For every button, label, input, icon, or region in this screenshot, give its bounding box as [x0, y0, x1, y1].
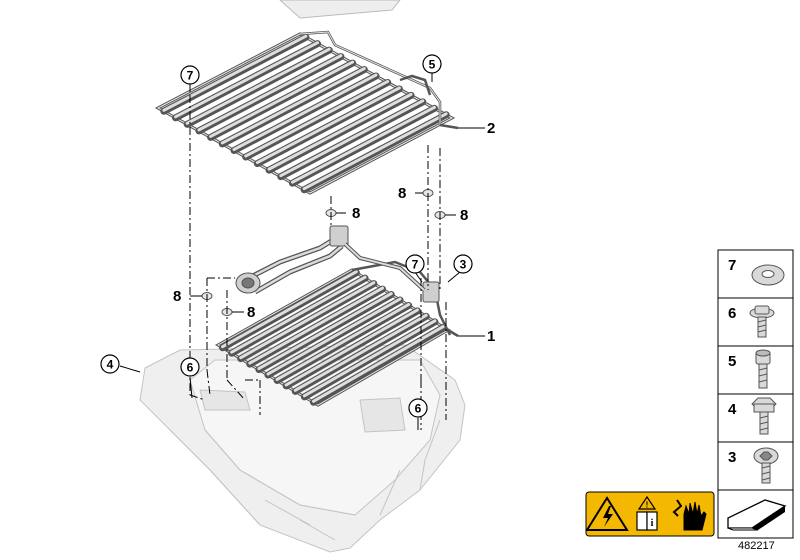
upper-cooling-frame [154, 30, 459, 195]
lower-frame-bar-highlight [239, 281, 376, 360]
svg-text:6: 6 [187, 361, 194, 375]
assembly-guide-lines [189, 95, 447, 430]
circled-callout-3: 3 [453, 254, 473, 274]
upper-frame-bar-highlight [279, 99, 425, 178]
protective-glove-icon [672, 499, 707, 531]
svg-text:!: ! [646, 501, 649, 510]
upper-component-partial [279, 0, 401, 19]
circled-callout-7-right: 7 [405, 254, 425, 274]
upper-frame-bar-highlight [209, 60, 355, 138]
lower-cooling-frame [215, 260, 459, 407]
sealing-washers [201, 189, 446, 316]
collar-screw-icon [749, 305, 775, 338]
lower-frame-bar-highlight [311, 324, 446, 403]
upper-frame-bar-highlight [174, 41, 320, 119]
lower-frame-bar-highlight [248, 286, 385, 365]
circled-callout-6-left: 6 [180, 357, 200, 377]
svg-text:i: i [651, 518, 654, 529]
upper-frame-bar-highlight [220, 67, 366, 145]
safety-warning-label: ! i [585, 491, 715, 537]
parts-panel-row-6: 6 [717, 297, 794, 347]
circled-callout-4: 4 [100, 354, 120, 374]
callout-8-center: 8 [352, 205, 360, 222]
installation-direction-icon [727, 499, 787, 531]
svg-text:6: 6 [728, 305, 736, 322]
upper-frame-bar-highlight [185, 47, 331, 125]
parts-panel-row-4: 4 [717, 393, 794, 443]
svg-text:4: 4 [728, 401, 737, 418]
lower-frame-bar-highlight [302, 319, 437, 398]
circled-callouts: 7 5 7 3 4 6 6 [100, 54, 473, 418]
callout-2: 2 [487, 120, 495, 137]
svg-text:4: 4 [107, 358, 114, 372]
callout-8-lower-left: 8 [247, 304, 255, 321]
upper-frame-bar-highlight [232, 73, 378, 151]
lower-frame-bar-highlight [284, 308, 419, 387]
upper-frame-bar-highlight [267, 92, 413, 171]
parts-panel-row-7: 7 [717, 249, 794, 299]
hex-bolt-icon [751, 397, 777, 435]
upper-frame-bar-highlight [255, 86, 401, 165]
callout-8-upper-right-b: 8 [460, 207, 468, 224]
svg-text:7: 7 [728, 257, 736, 274]
parts-reference-panel: 7 6 5 [717, 249, 794, 539]
lower-frame-bar-highlight [266, 297, 402, 376]
parts-panel-row-5: 5 [717, 345, 794, 395]
upper-frame-bar-highlight [290, 105, 436, 184]
connection-hose [235, 225, 440, 303]
upper-frame-bar-highlight [162, 34, 308, 112]
lower-frame-bar-highlight [221, 270, 358, 349]
high-voltage-warning-icon [585, 496, 629, 531]
svg-text:5: 5 [728, 353, 736, 370]
svg-text:7: 7 [187, 69, 194, 83]
circled-callout-7-left: 7 [180, 65, 200, 85]
lower-frame-bar-highlight [230, 275, 367, 354]
svg-text:3: 3 [728, 449, 736, 466]
svg-text:5: 5 [429, 58, 436, 72]
manual-info-icon: ! i [636, 495, 658, 531]
battery-tray-housing [139, 344, 466, 553]
parts-panel-row-3: 3 [717, 441, 794, 491]
callout-8-upper-right-a: 8 [398, 185, 406, 202]
callout-1: 1 [487, 328, 495, 345]
lower-frame-bar-highlight [257, 292, 393, 371]
svg-text:3: 3 [460, 258, 467, 272]
socket-screw-icon [755, 349, 771, 389]
upper-frame-bar-highlight [197, 54, 343, 132]
circled-callout-5: 5 [422, 54, 442, 74]
washer-icon [751, 264, 785, 286]
upper-frame-bar-highlight [302, 112, 448, 191]
lower-frame-bar-highlight [293, 313, 428, 392]
callout-numbers: 2 1 8 8 8 8 8 [173, 120, 495, 345]
callout-8-left: 8 [173, 288, 181, 305]
parts-panel-row-direction [717, 489, 794, 539]
upper-frame-bar-highlight [244, 79, 390, 158]
svg-text:7: 7 [412, 258, 419, 272]
torx-screw-icon [753, 447, 779, 484]
diagram-reference-number: 482217 [738, 540, 775, 552]
svg-text:6: 6 [415, 402, 422, 416]
lower-frame-bar-highlight [275, 302, 411, 381]
circled-callout-6-right: 6 [408, 398, 428, 418]
